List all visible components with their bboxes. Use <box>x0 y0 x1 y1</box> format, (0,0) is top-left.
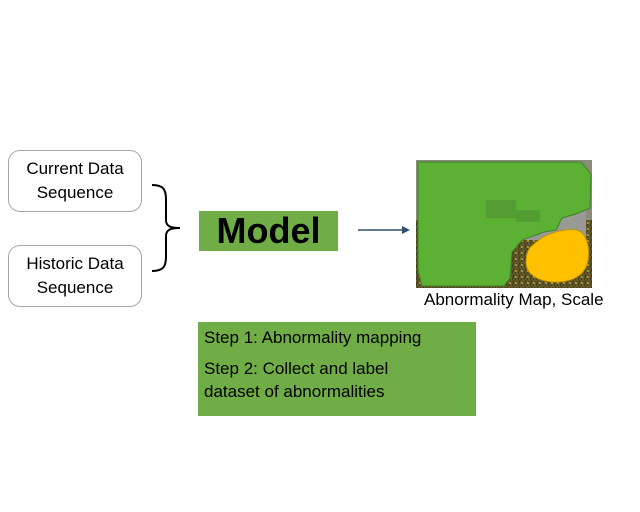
historic-data-sequence-box: Historic Data Sequence <box>8 245 142 307</box>
abnormality-map-caption: Abnormality Map, Scale <box>424 290 604 309</box>
current-data-sequence-box: Current Data Sequence <box>8 150 142 212</box>
abnormality-region-green <box>417 161 592 287</box>
steps-box: Step 1: Abnormality mapping Step 2: Coll… <box>198 322 476 416</box>
merge-brace <box>151 184 181 272</box>
step-1-text: Step 1: Abnormality mapping <box>204 328 422 347</box>
historic-data-sequence-label: Historic Data Sequence <box>26 254 124 297</box>
step-2-text: Step 2: Collect and label dataset of abn… <box>204 359 389 401</box>
model-box: Model <box>199 210 338 251</box>
current-data-sequence-label: Current Data Sequence <box>26 159 124 202</box>
abnormality-map-image <box>416 160 592 288</box>
abnormality-region-yellow <box>525 229 589 283</box>
output-arrow <box>358 226 410 234</box>
model-label: Model <box>216 210 321 251</box>
